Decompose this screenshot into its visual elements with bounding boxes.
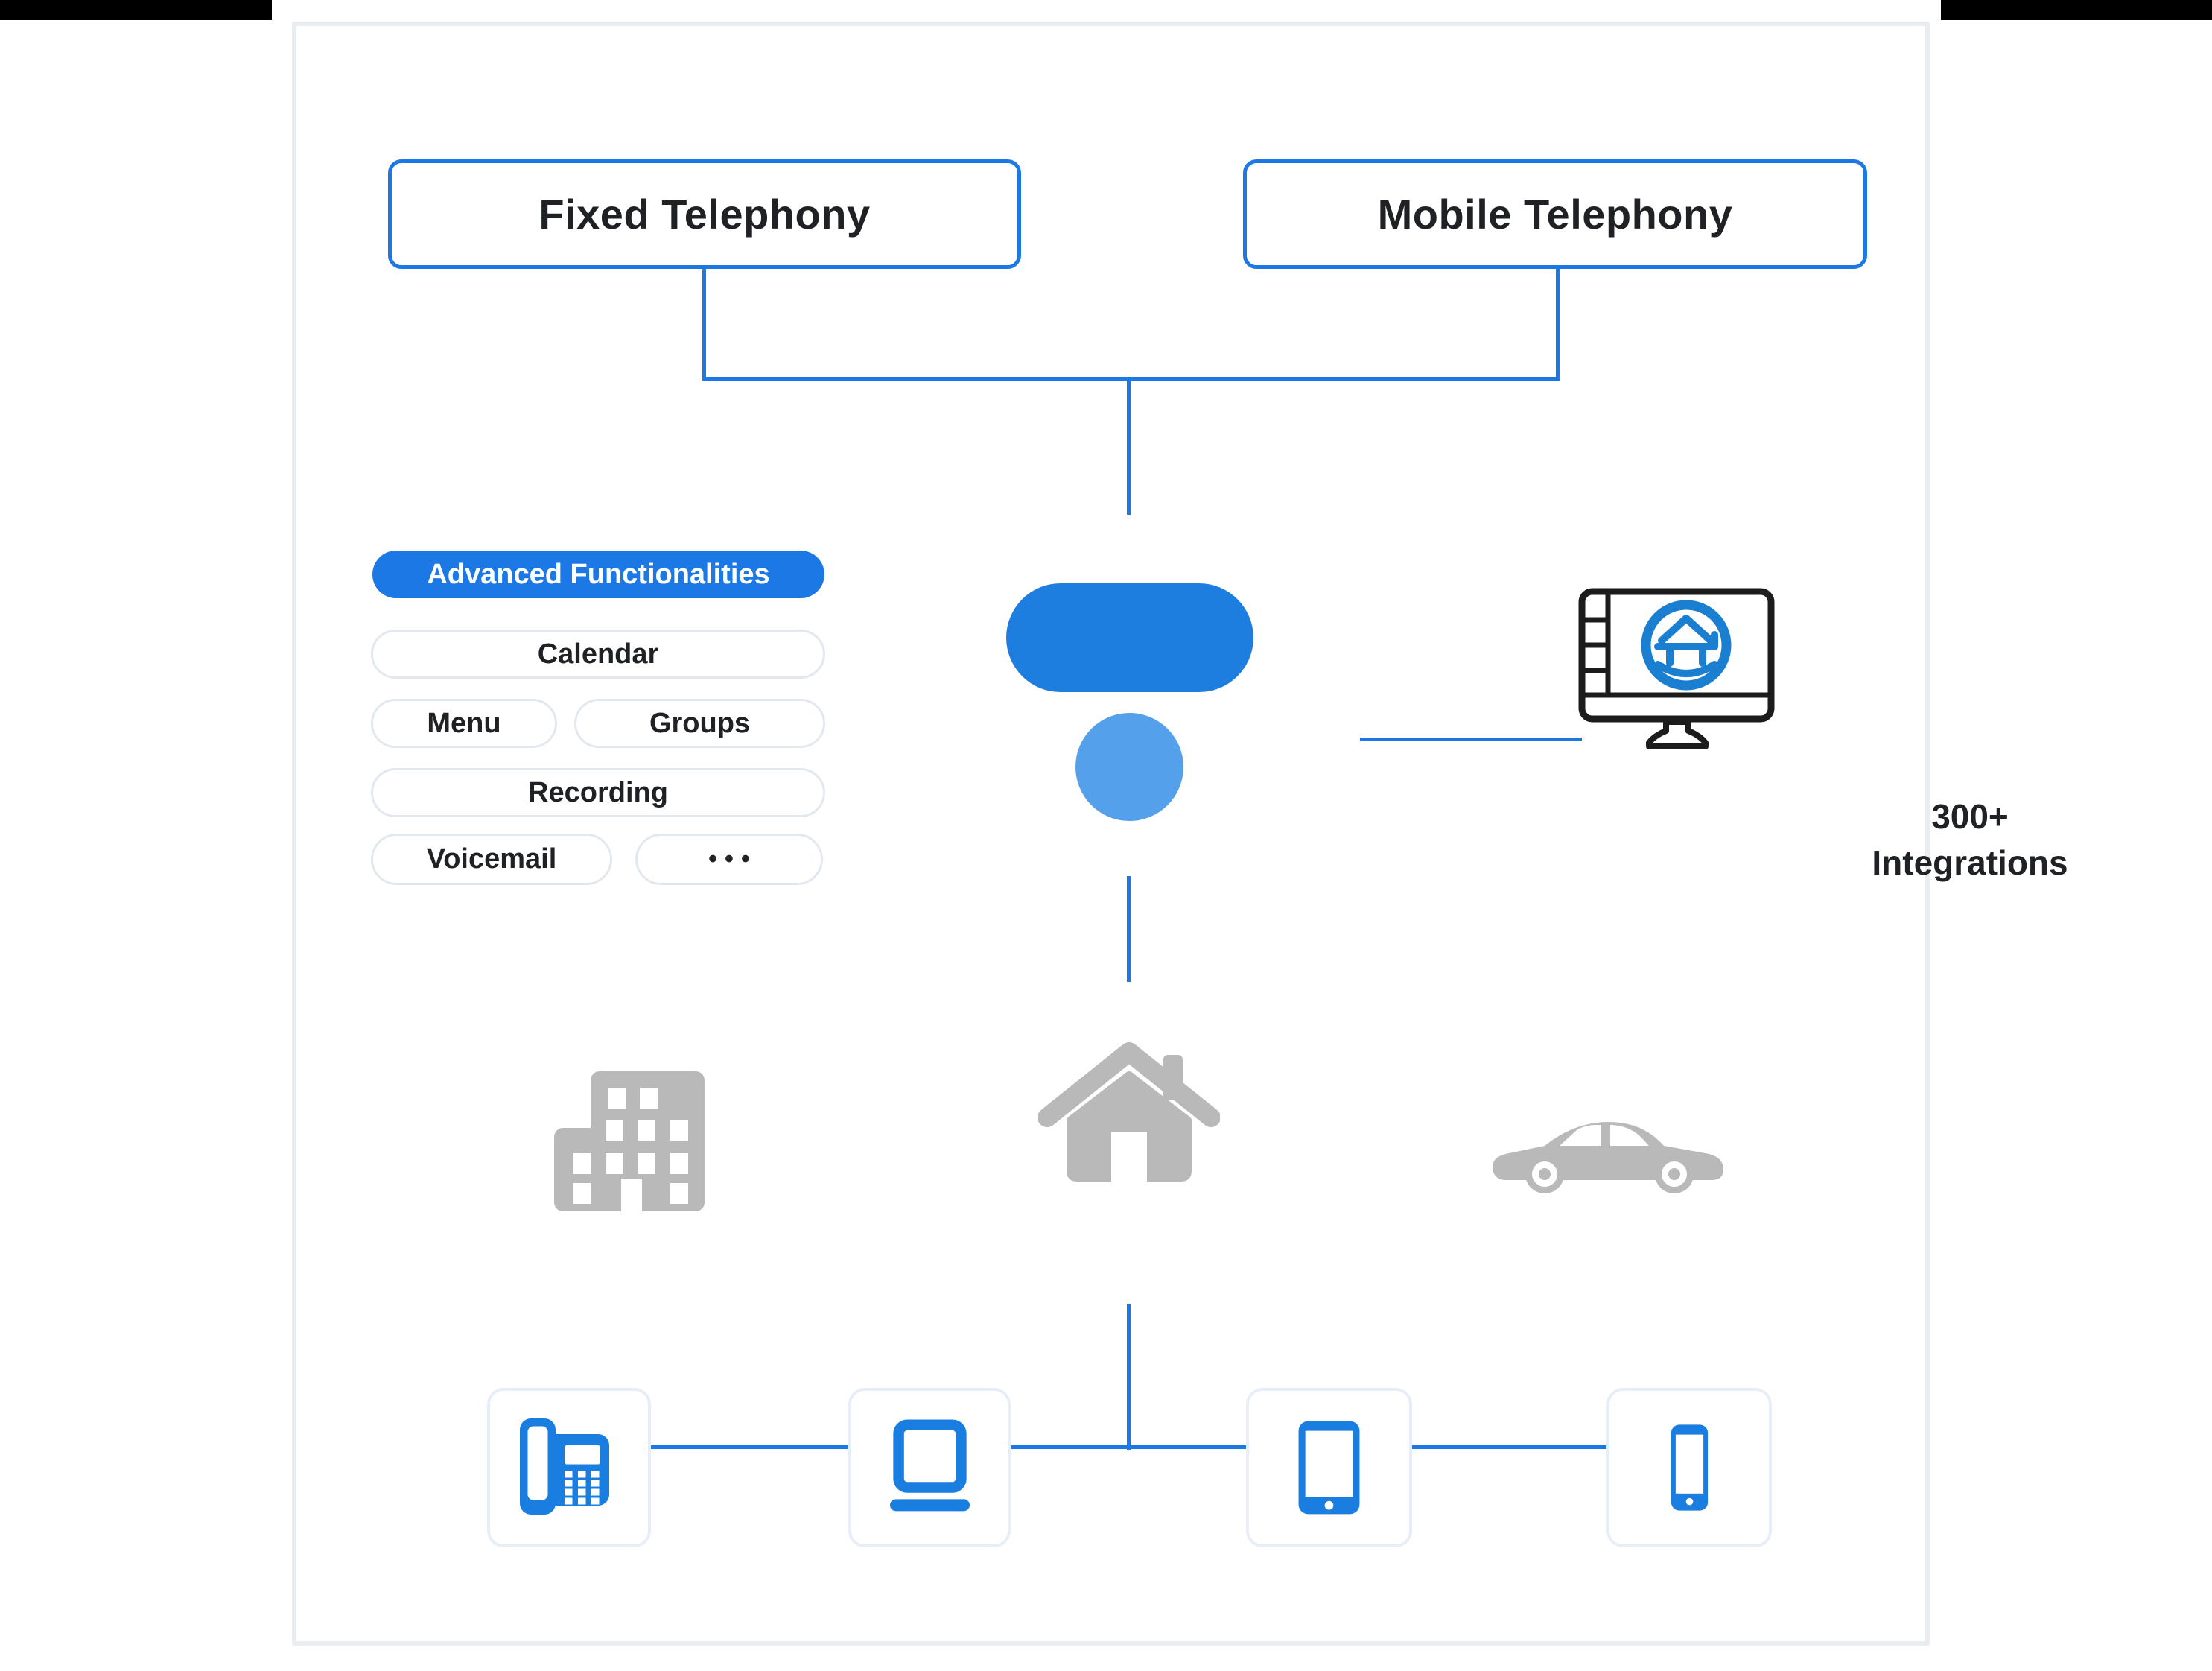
screen-artifact-bar-right [1941, 0, 2212, 20]
desk-phone-icon [520, 1418, 609, 1515]
pill-more: ••• [635, 834, 823, 885]
integrations-label: 300+ Integrations [1843, 793, 2097, 886]
pill-recording: Recording [371, 768, 825, 817]
connector-logo-to-house [1127, 876, 1131, 982]
connector-devices-1 [650, 1445, 848, 1449]
integrations-count: 300+ [1931, 797, 2009, 836]
pill-groups-label: Groups [649, 707, 751, 739]
screen-artifact-bar-left [0, 0, 272, 20]
pill-calendar: Calendar [371, 630, 825, 679]
node-mobile-telephony-label: Mobile Telephony [1377, 191, 1733, 238]
advanced-functionalities-label: Advanced Functionalities [427, 558, 770, 590]
device-box-laptop [848, 1388, 1011, 1547]
connector-center-to-logo [1127, 377, 1131, 515]
house-icon [1038, 1037, 1220, 1190]
connector-logo-to-integrations [1360, 738, 1582, 741]
pill-menu: Menu [371, 699, 557, 748]
office-building-icon [554, 1065, 705, 1211]
connector-fixed-down [702, 269, 706, 381]
connector-house-to-devices [1127, 1304, 1131, 1450]
connector-mobile-down [1556, 269, 1560, 381]
device-box-tablet [1246, 1388, 1412, 1547]
pill-voicemail-label: Voicemail [426, 843, 557, 875]
connector-devices-2 [1010, 1445, 1246, 1449]
diagram-card: Fixed Telephony Mobile Telephony Advance… [292, 22, 2068, 1646]
device-box-desk-phone [487, 1388, 651, 1547]
house-in-circle-logo [1641, 600, 1732, 691]
ellipsis-icon: ••• [708, 845, 757, 873]
pill-calendar-label: Calendar [537, 638, 659, 670]
pill-menu-label: Menu [427, 707, 501, 739]
connector-devices-3 [1412, 1445, 1606, 1449]
connector-top-horizontal [702, 377, 1560, 381]
pill-recording-label: Recording [528, 776, 668, 808]
smartphone-icon [1671, 1424, 1708, 1511]
brand-logo-pill [1006, 583, 1253, 692]
pill-voicemail: Voicemail [371, 834, 612, 885]
monitor-icon [1578, 588, 1775, 749]
brand-logo-circle [1075, 713, 1183, 821]
node-mobile-telephony: Mobile Telephony [1243, 159, 1867, 269]
tablet-icon [1298, 1421, 1360, 1515]
pill-groups: Groups [574, 699, 825, 748]
advanced-functionalities-header: Advanced Functionalities [372, 551, 824, 598]
laptop-icon [889, 1418, 970, 1511]
node-fixed-telephony-label: Fixed Telephony [538, 191, 871, 238]
integrations-monitor-icon [1577, 587, 1777, 752]
node-fixed-telephony: Fixed Telephony [388, 159, 1021, 269]
device-box-smartphone [1606, 1388, 1772, 1547]
integrations-text: Integrations [1872, 843, 2068, 882]
car-icon [1490, 1110, 1726, 1193]
